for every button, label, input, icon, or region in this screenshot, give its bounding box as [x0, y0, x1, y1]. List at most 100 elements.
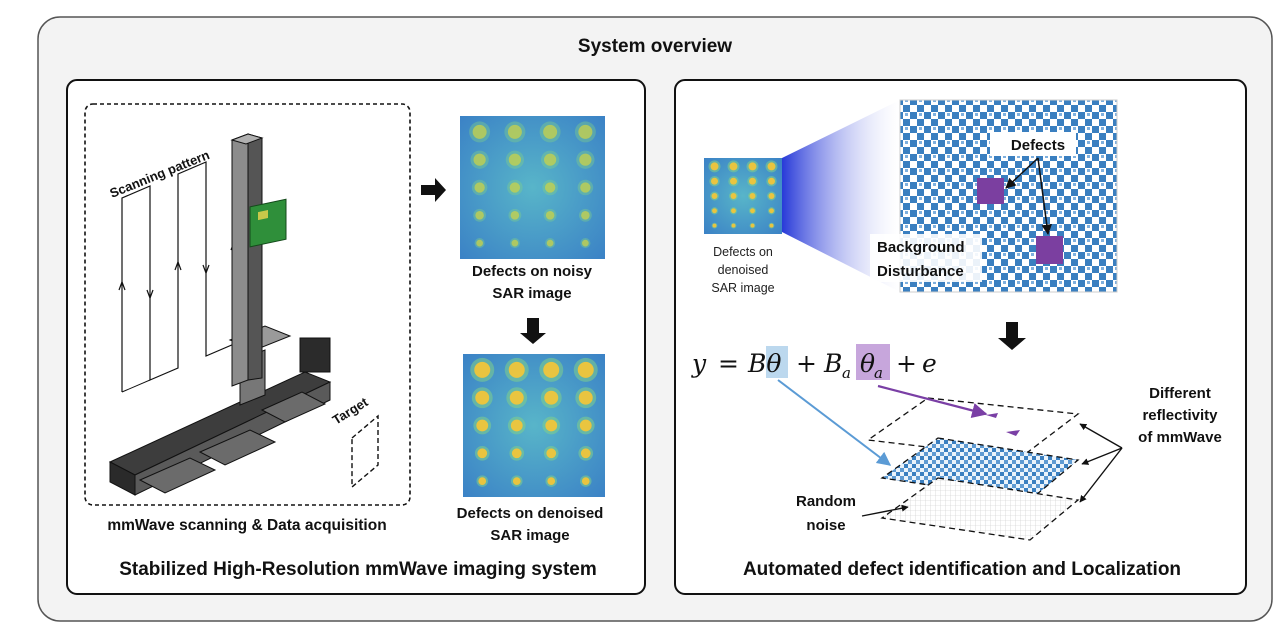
sar-blob	[546, 239, 554, 247]
sar-blob	[476, 419, 489, 432]
scanner-rig-illustration	[108, 133, 332, 496]
defect-arrow-2	[1037, 157, 1052, 236]
noisy-caption-line1: Defects on noisy	[472, 263, 593, 280]
sar-blob	[711, 177, 718, 185]
reflectivity-label-line2: reflectivity	[1142, 407, 1218, 424]
sar-blob	[730, 177, 737, 185]
sar-blob	[510, 419, 523, 432]
svg-text:+: +	[796, 349, 817, 378]
model-equation: y = Bθ + B a θ a + e	[691, 349, 937, 382]
sar-blob	[475, 390, 490, 405]
sar-blob	[749, 177, 756, 185]
sar-blob	[750, 223, 755, 228]
sar-blob	[731, 208, 736, 214]
noisy-sar-image	[460, 116, 605, 259]
arrow-right-icon	[421, 178, 446, 202]
sar-blob	[543, 361, 560, 378]
defect-marker-2	[1036, 236, 1063, 264]
background-label-line2: Disturbance	[877, 263, 964, 280]
sar-blob	[544, 390, 559, 405]
sar-blob	[476, 239, 483, 247]
sar-blob	[750, 208, 755, 214]
sar-blob	[473, 153, 486, 166]
thumb-caption-line2: denoised	[718, 263, 769, 277]
thumbnail-sar-image	[704, 158, 782, 234]
svg-text:=: =	[718, 349, 739, 378]
right-panel-caption: Automated defect identification and Loca…	[743, 559, 1181, 580]
sar-blob	[511, 239, 519, 247]
defect-dot-1	[986, 413, 998, 418]
sar-blob	[731, 223, 736, 228]
diagram-title: System overview	[578, 36, 732, 57]
sar-blob	[544, 182, 556, 193]
svg-text:a: a	[874, 364, 883, 382]
sar-blob	[578, 390, 593, 405]
sar-blob	[581, 477, 590, 485]
sar-blob	[507, 124, 522, 139]
sar-blob	[577, 361, 594, 378]
svg-text:B: B	[823, 349, 842, 378]
background-label-line1: Background	[877, 239, 965, 256]
highlight-theta-a	[856, 344, 890, 380]
defects-label: Defects	[1011, 137, 1065, 154]
sar-blob	[508, 153, 521, 166]
sar-blob	[547, 477, 556, 485]
defect-dot-2	[1006, 430, 1020, 436]
reflectivity-label-line1: Different	[1149, 385, 1211, 402]
noise-label-line1: Random	[796, 493, 856, 510]
sar-blob	[580, 182, 591, 193]
svg-text:e: e	[922, 349, 937, 378]
reflectivity-arrow-2	[1081, 447, 1123, 465]
sar-blob	[767, 162, 776, 171]
thumb-caption-line3: SAR image	[711, 281, 774, 295]
sar-blob	[712, 208, 717, 214]
arrow-down-icon	[520, 318, 546, 344]
theta-a-arrow	[877, 384, 988, 418]
svg-text:+: +	[896, 349, 917, 378]
denoised-caption-line1: Defects on denoised	[457, 505, 604, 522]
noise-layer	[880, 477, 1080, 541]
defect-marker-1	[977, 178, 1004, 204]
reflectivity-arrow-1	[1079, 423, 1123, 449]
sar-blob	[546, 448, 557, 459]
noise-label-line2: noise	[806, 517, 845, 534]
sar-blob	[509, 390, 524, 405]
svg-text:y: y	[691, 349, 707, 378]
noise-arrow	[861, 504, 909, 517]
sar-blob	[711, 193, 718, 199]
denoised-caption-line2: SAR image	[490, 527, 569, 544]
sar-blob	[579, 419, 592, 432]
sar-blob	[769, 208, 774, 214]
sar-blob	[477, 448, 488, 459]
sar-blob	[512, 477, 521, 485]
sar-blob	[582, 239, 589, 247]
sar-blob	[475, 211, 484, 220]
reflectivity-arrow-3	[1079, 447, 1123, 503]
noisy-caption-line2: SAR image	[492, 285, 571, 302]
sar-blob	[511, 448, 522, 459]
sar-blob	[578, 124, 593, 139]
sar-blob	[478, 477, 487, 485]
denoised-sar-image	[463, 354, 605, 497]
defects-label-bg	[990, 132, 1076, 156]
sar-blob	[543, 124, 558, 139]
theta-arrow	[777, 379, 892, 466]
scan-box	[84, 103, 411, 506]
reflectivity-label-line3: of mmWave	[1138, 429, 1222, 446]
sar-blob	[474, 361, 491, 378]
sar-blob	[474, 182, 485, 193]
sar-blob	[579, 153, 592, 166]
sar-blob	[710, 162, 719, 171]
sar-blob	[510, 211, 520, 220]
sar-blob	[472, 124, 487, 139]
thumb-caption-line1: Defects on	[713, 245, 773, 259]
sar-blob	[545, 211, 555, 220]
sar-blob	[545, 419, 558, 432]
sar-blob	[712, 223, 717, 228]
sar-blob	[729, 162, 738, 171]
sar-blob	[769, 223, 774, 228]
sar-blob	[749, 193, 756, 199]
target-outline	[351, 414, 379, 489]
